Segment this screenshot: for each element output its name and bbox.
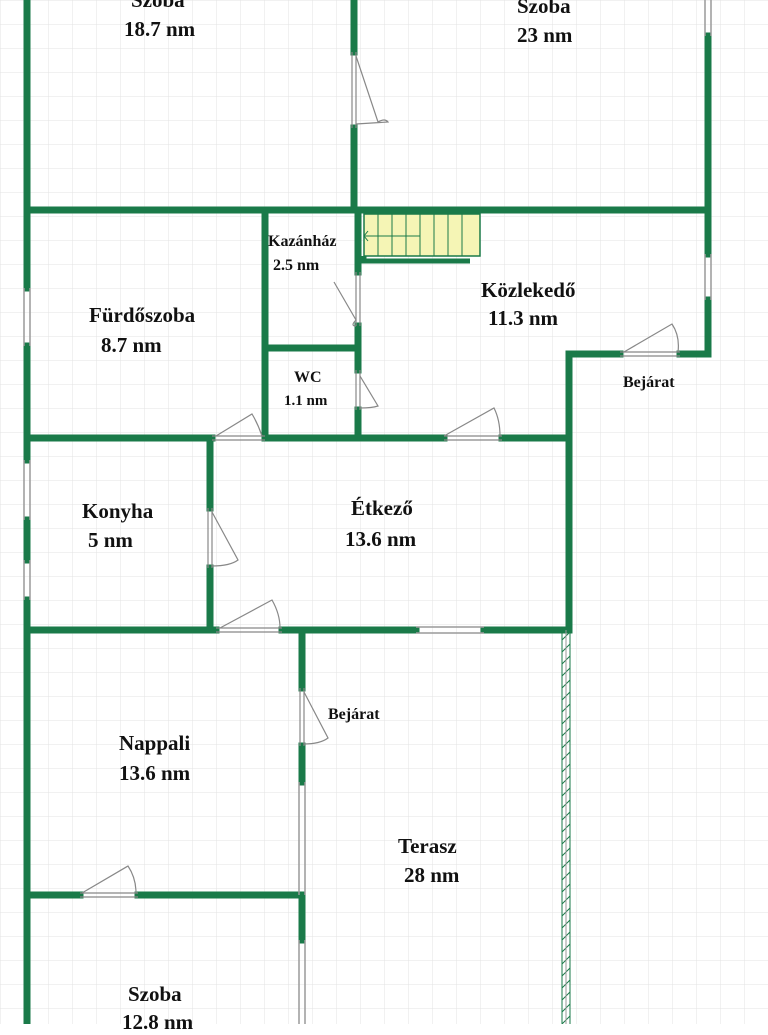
room-name-terasz: Terasz: [398, 834, 457, 858]
walls: [23, 0, 712, 1024]
room-area-konyha: 5 nm: [88, 528, 133, 552]
room-name-kozlekedo: Közlekedő: [481, 278, 576, 302]
room-name-szoba-3: Szoba: [128, 982, 182, 1006]
room-area-szoba-1: 18.7 nm: [124, 17, 196, 41]
room-area-szoba-2: 23 nm: [517, 23, 573, 47]
room-area-furdoszoba: 8.7 nm: [101, 333, 162, 357]
room-name-furdoszoba: Fürdőszoba: [89, 303, 196, 327]
room-name-etkezo: Étkező: [351, 496, 413, 520]
room-area-kozlekedo: 11.3 nm: [488, 306, 559, 330]
room-name-szoba-1: Szoba: [131, 0, 185, 12]
room-name-wc: WC: [294, 369, 322, 386]
room-area-terasz: 28 nm: [404, 863, 460, 887]
room-name-szoba-2: Szoba: [517, 0, 571, 18]
door-swing-icon: [80, 52, 680, 898]
room-name-nappali: Nappali: [119, 731, 191, 755]
room-area-etkezo: 13.6 nm: [345, 527, 417, 551]
room-name-kazanhaz: Kazánház: [268, 233, 337, 250]
room-name-konyha: Konyha: [82, 499, 154, 523]
window-icon: [23, 0, 712, 1024]
entrance-label-1: Bejárat: [623, 374, 675, 391]
entrance-label-2: Bejárat: [328, 706, 380, 723]
room-area-szoba-3: 12.8 nm: [122, 1010, 194, 1034]
room-area-kazanhaz: 2.5 nm: [273, 257, 320, 274]
room-area-nappali: 13.6 nm: [119, 761, 191, 785]
room-area-wc: 1.1 nm: [284, 393, 328, 409]
stairs-icon: [361, 213, 481, 264]
